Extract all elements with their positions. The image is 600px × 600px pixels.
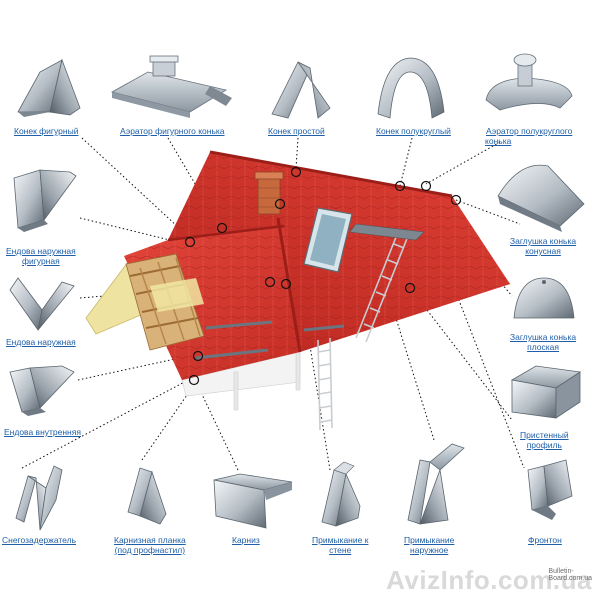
label-valley-inner[interactable]: Ендова внутренняя — [4, 427, 81, 437]
label-line-2: стене — [329, 545, 352, 555]
label-line-2: конусная — [525, 246, 561, 256]
label-line-1: Ендова наружная — [6, 246, 76, 256]
label-eaves-strip[interactable]: Карнизная планка (под профнастил) — [114, 535, 186, 555]
roof-ladder — [355, 231, 409, 343]
eaves-icon — [213, 473, 293, 529]
label-line-2: конька — [485, 136, 512, 146]
label-line-2: профиль — [526, 440, 562, 450]
label-line-1: Заглушка конька — [510, 236, 577, 246]
label-ridge-aerator-semicircle[interactable]: Аэратор полукруглого конька — [485, 126, 573, 146]
label-ridge-figured[interactable]: Конек фигурный — [14, 126, 79, 136]
watermark-small-line-1: Bulletin- — [548, 568, 574, 575]
wall-profile-icon — [510, 365, 582, 419]
label-line-1: Пристенный — [520, 430, 569, 440]
label-line-1: Заглушка конька — [510, 332, 577, 342]
exposed-rafters — [125, 253, 205, 351]
label-ridge-cap-flat[interactable]: Заглушка конька плоская — [510, 332, 576, 352]
label-valley-outer-figured[interactable]: Ендова наружная фигурная — [6, 246, 76, 266]
watermark-main: AvizInfo.com.ua — [386, 565, 592, 595]
callout-markers — [184, 166, 462, 386]
label-snow-guard[interactable]: Снегозадержатель — [2, 535, 77, 545]
label-line-2: (под профнастил) — [114, 545, 186, 555]
label-wall-profile[interactable]: Пристенный профиль — [520, 430, 569, 450]
label-line-1: Примыкание — [404, 535, 455, 545]
outer-abutment-icon — [407, 443, 465, 525]
label-ridge-semicircle[interactable]: Конек полукруглый — [376, 126, 451, 136]
chimney — [254, 171, 284, 215]
label-ridge-cap-conical[interactable]: Заглушка конька конусная — [510, 236, 576, 256]
ridge-aerator-figured-icon — [110, 55, 232, 118]
label-line-2: наружное — [410, 545, 449, 555]
valley-outer-figured-icon — [13, 169, 77, 232]
watermark-small: Bulletin- Board.com.ua — [548, 568, 592, 582]
ridge-simple-icon — [271, 61, 331, 119]
label-line-1: Примыкание к — [312, 535, 369, 545]
valley-outer-icon — [9, 277, 75, 331]
label-outer-abutment[interactable]: Примыкание наружное — [404, 535, 454, 555]
ridge-cap-flat-icon — [513, 277, 575, 319]
house-roof — [85, 150, 511, 431]
label-gable-trim[interactable]: Фронтон — [528, 535, 562, 545]
roof-window — [303, 207, 353, 273]
label-valley-outer[interactable]: Ендова наружная — [6, 337, 76, 347]
label-ridge-simple[interactable]: Конек простой — [268, 126, 325, 136]
ridge-cap-conical-icon — [497, 164, 585, 232]
valley-inner-icon — [9, 365, 75, 416]
label-line-2: плоская — [527, 342, 559, 352]
label-line-1: Карнизная планка — [114, 535, 186, 545]
ridge-semicircle-icon — [377, 57, 445, 119]
label-ridge-aerator-figured[interactable]: Аэратор фигурного конька — [120, 126, 225, 136]
label-eaves[interactable]: Карниз — [232, 535, 260, 545]
label-wall-abutment[interactable]: Примыкание к стене — [312, 535, 368, 555]
snow-guard-icon — [15, 465, 63, 531]
ridge-aerator-semicircle-icon — [485, 53, 573, 111]
watermark-small-line-2: Board.com.ua — [548, 575, 592, 582]
gable-trim-icon — [527, 459, 573, 520]
label-line-2: фигурная — [21, 256, 60, 266]
wall-ladder — [317, 337, 333, 431]
roof-walkway — [195, 223, 425, 360]
label-line-1: Аэратор полукруглого — [486, 126, 573, 136]
wall-abutment-icon — [321, 461, 361, 527]
eaves-strip-profiled-icon — [127, 467, 167, 525]
ridge-figured-icon — [17, 58, 81, 117]
